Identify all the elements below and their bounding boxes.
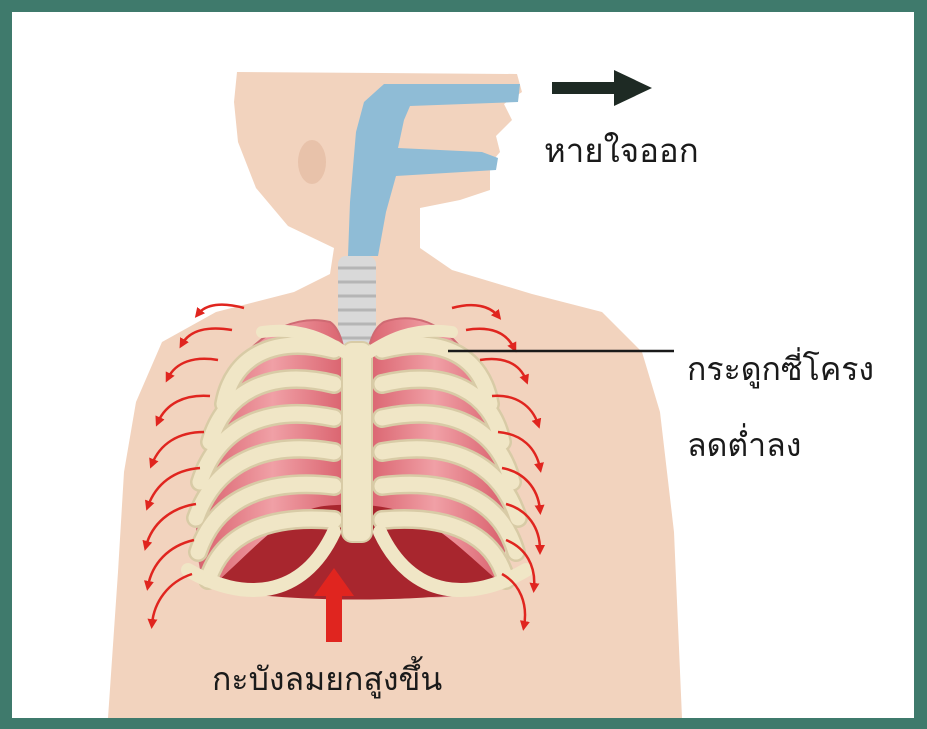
ear [298, 140, 326, 184]
diaphragm-label: กะบังลมยกสูงขึ้น [212, 654, 442, 705]
ribs-label-line1: กระดูกซี่โครง [687, 344, 874, 395]
diagram-frame: หายใจออก กระดูกซี่โครง ลดต่ำลง กะบังลมยก… [12, 12, 914, 718]
sternum [342, 342, 372, 542]
arrow-right-icon [552, 70, 652, 106]
exhale-label: หายใจออก [544, 124, 699, 177]
ribs-label-line2: ลดต่ำลง [687, 420, 801, 471]
